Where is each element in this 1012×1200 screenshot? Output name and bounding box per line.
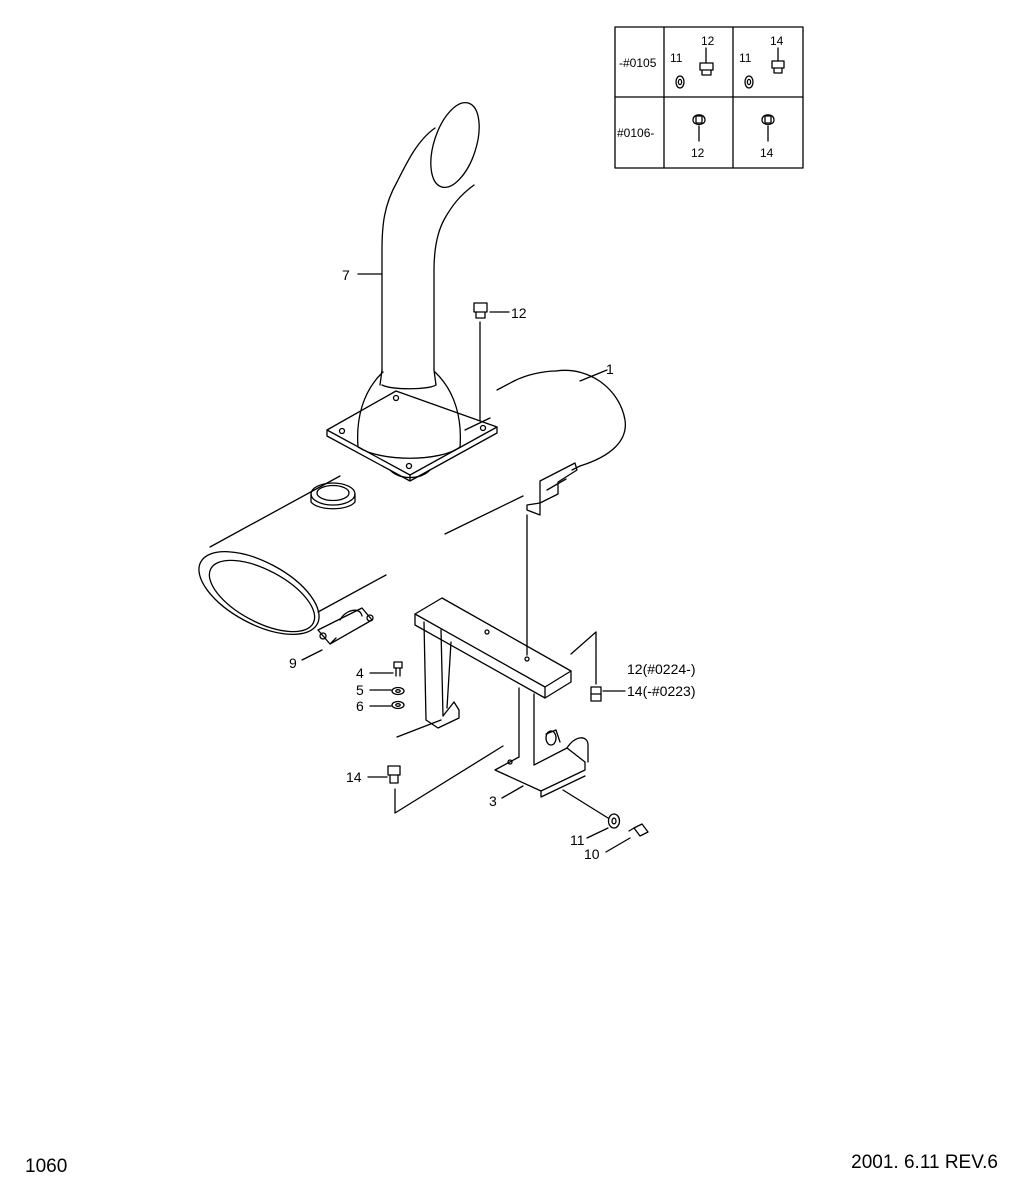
- bolt-4-icon: [393, 661, 403, 677]
- callout-labels: 7 12 1 9 4 5 6 12(#0224-) 14(-#0223) 14 …: [289, 267, 696, 862]
- callout-5: 5: [356, 682, 364, 698]
- exhaust-stack: [356, 102, 480, 459]
- part-label: 12: [701, 34, 715, 48]
- stack-flange: [326, 390, 498, 482]
- bolt-icon: [699, 47, 714, 76]
- bolt-12-top-icon: [473, 302, 488, 319]
- serial-table-labels: -#0105 #0106- 11 12 11 14 12 14: [617, 34, 784, 160]
- serial-range-label: #0106-: [617, 126, 654, 140]
- leader-lines: [301, 273, 631, 853]
- lock-washer-5-icon: [391, 686, 405, 696]
- part-label: 12: [691, 146, 705, 160]
- callout-3: 3: [489, 793, 497, 809]
- bolt-icon: [771, 47, 785, 74]
- muffler-stand: [414, 597, 589, 798]
- callout-11: 11: [570, 832, 585, 848]
- callout-4: 4: [356, 665, 364, 681]
- serial-table: [614, 26, 804, 169]
- flange-bolt-icon: [692, 114, 706, 142]
- callout-6: 6: [356, 698, 364, 714]
- bolt-10-icon: [628, 823, 649, 837]
- revision-stamp: 2001. 6.11 REV.6: [851, 1152, 998, 1173]
- nut-11-bottom-icon: [607, 813, 621, 829]
- callout-12-serial: 12(#0224-): [627, 661, 696, 677]
- bolt-14-icon: [387, 765, 401, 784]
- callout-12: 12: [511, 305, 527, 321]
- part-label: 11: [670, 51, 683, 65]
- part-label: 11: [739, 51, 752, 65]
- callout-1: 1: [606, 361, 614, 377]
- callout-7: 7: [342, 267, 350, 283]
- nut-icon: [675, 75, 685, 89]
- callout-10: 10: [584, 846, 600, 862]
- clamp-bracket: [317, 607, 374, 645]
- flange-bolt-icon: [761, 114, 775, 142]
- part-label: 14: [770, 34, 784, 48]
- callout-14: 14: [346, 769, 362, 785]
- page-number: 1060: [25, 1156, 68, 1177]
- serial-range-label: -#0105: [619, 56, 657, 70]
- nut-icon: [744, 75, 754, 89]
- part-label: 14: [760, 146, 774, 160]
- callout-14-serial: 14(-#0223): [627, 683, 696, 699]
- nut-12-side-icon: [590, 686, 602, 702]
- callout-9: 9: [289, 655, 297, 671]
- muffler-body: [198, 369, 626, 635]
- flat-washer-6-icon: [391, 700, 405, 710]
